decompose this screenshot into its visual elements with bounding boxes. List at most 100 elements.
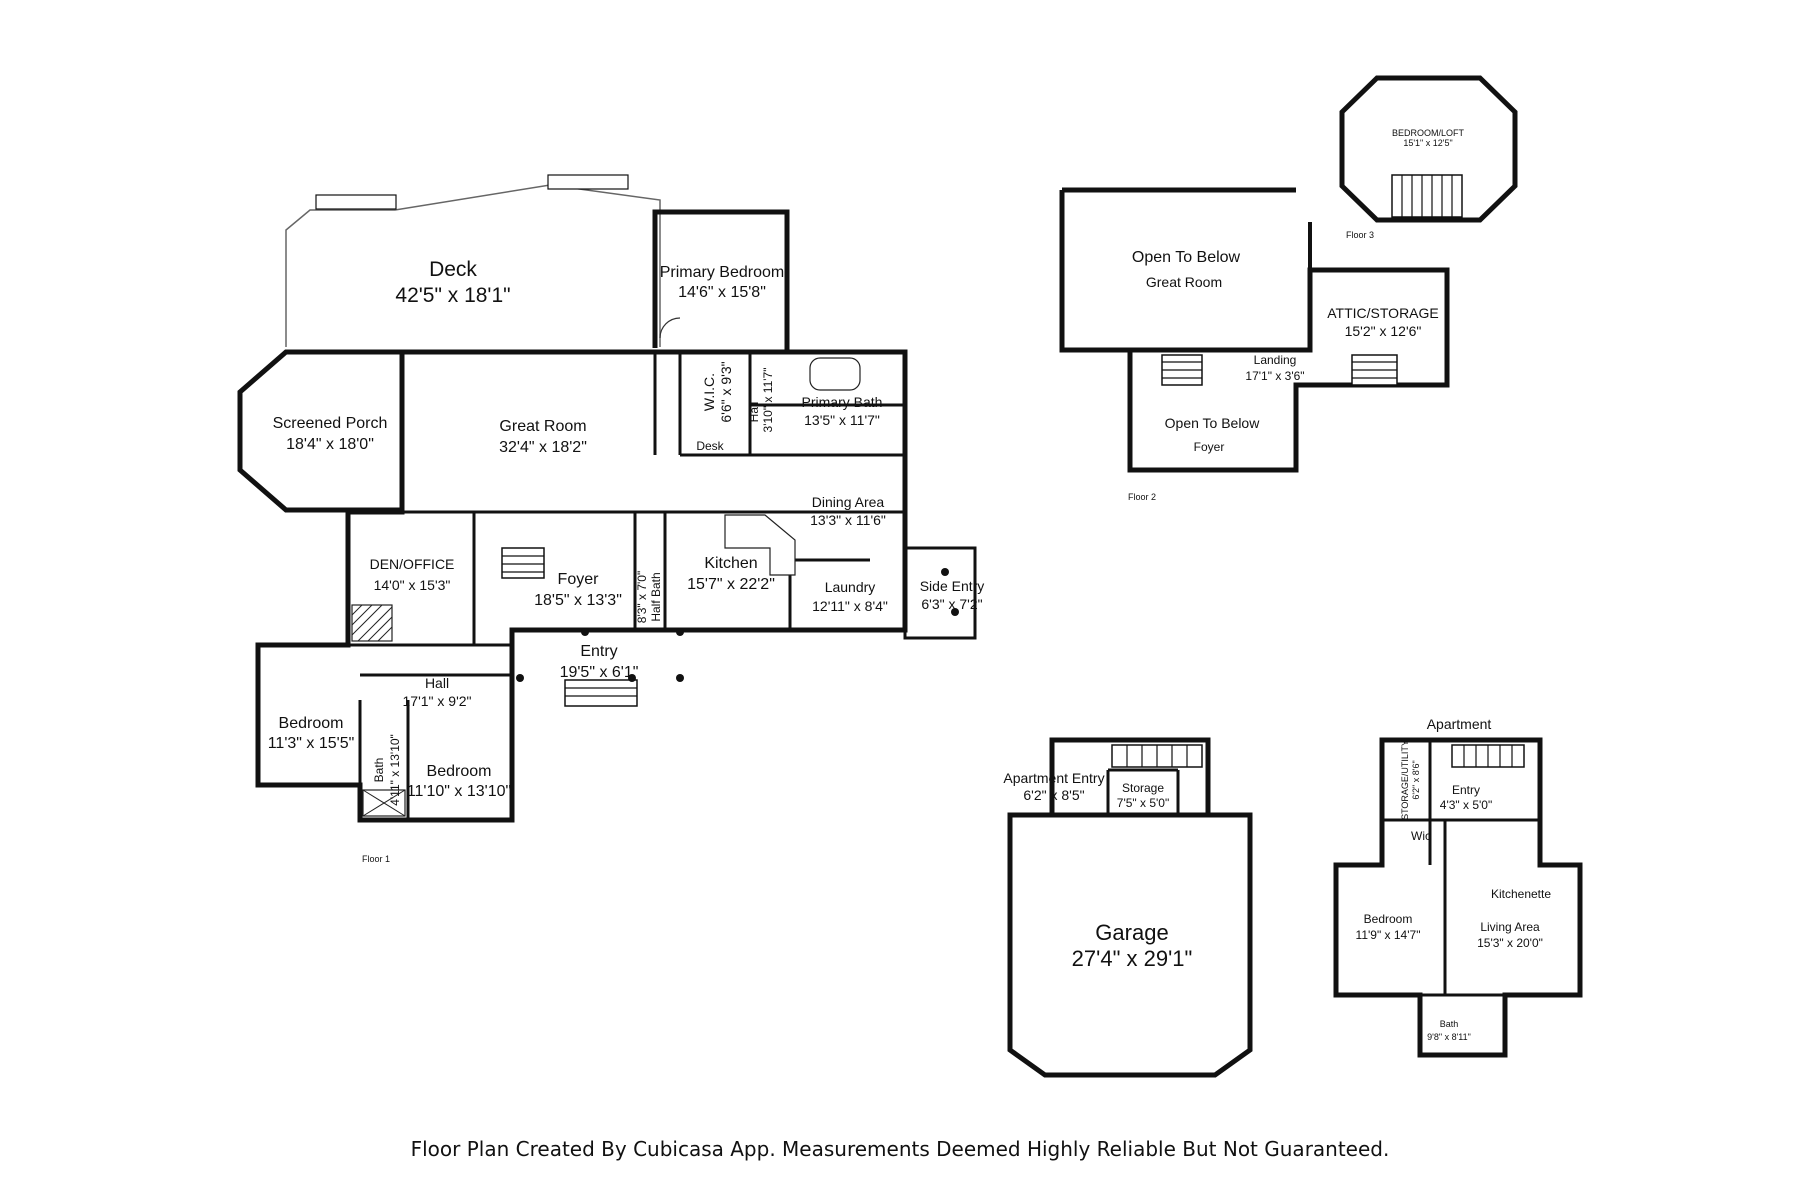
door-swing: [659, 317, 681, 339]
laundry-name: Laundry: [825, 579, 876, 595]
deck-outline: [285, 184, 661, 347]
deck-dims: 42'5" x 18'1": [395, 284, 510, 307]
kitchenette-label: Kitchenette: [1491, 887, 1551, 901]
apartment-entry-dims: 6'2" x 8'5": [1023, 787, 1084, 803]
apartment-bath-name: Bath: [1440, 1019, 1459, 1029]
dining-area-dims: 13'3" x 11'6": [810, 512, 886, 528]
floor-2: Open To Below Great Room ATTIC/STORAGE 1…: [1059, 187, 1450, 502]
apartment-bedroom-name: Bedroom: [1364, 912, 1413, 926]
bedroom-right-dims: 11'10" x 13'10": [407, 783, 511, 800]
deck-name: Deck: [429, 258, 477, 281]
open-to-below-great-name: Open To Below: [1132, 249, 1241, 266]
bedroom-right-name: Bedroom: [427, 763, 492, 780]
floor-1: Deck 42'5" x 18'1" Primary Bedroom 14'6"…: [237, 174, 985, 864]
bedroom-loft-dims: 15'1" x 12'5": [1403, 138, 1452, 148]
storage-dims: 7'5" x 5'0": [1117, 796, 1169, 810]
apartment-entry-dims: 4'3" x 5'0": [1440, 798, 1492, 812]
garage-name: Garage: [1095, 920, 1168, 945]
great-room-name: Great Room: [499, 418, 586, 435]
primary-bedroom-dims: 14'6" x 15'8": [678, 284, 766, 301]
floor-1-label: Floor 1: [362, 854, 390, 864]
attic-name: ATTIC/STORAGE: [1327, 305, 1439, 321]
side-entry-walls: [903, 546, 977, 640]
floor-3: BEDROOM/LOFT 15'1" x 12'5" Floor 3: [1339, 75, 1518, 240]
floor-2-stairs-icon: [1161, 354, 1398, 386]
wic-label: Wic: [1411, 829, 1431, 843]
den-office-name: DEN/OFFICE: [370, 556, 455, 572]
kitchen-name: Kitchen: [704, 555, 757, 572]
primary-bedroom-name: Primary Bedroom: [660, 264, 784, 281]
entry-dims: 19'5" x 6'1": [560, 664, 639, 681]
side-entry-dims: 6'3" x 7'2": [921, 596, 982, 612]
half-bath-name: Half Bath: [649, 572, 663, 621]
laundry-dims: 12'11" x 8'4": [812, 598, 888, 614]
apartment-interior-walls: [1382, 740, 1540, 997]
bedroom-loft-name: BEDROOM/LOFT: [1392, 128, 1465, 138]
floor-3-stairs-icon: [1391, 174, 1463, 218]
wic-name: W.I.C.: [701, 373, 717, 411]
apartment-stairs-icon: [1451, 744, 1525, 768]
kitchen-island: [724, 514, 796, 576]
wic-dims: 6'6" x 9'3": [718, 361, 734, 422]
apartment-walls: [1333, 737, 1583, 1058]
storage-name: Storage: [1122, 781, 1164, 795]
bedroom-left-name: Bedroom: [279, 715, 344, 732]
bathtub-icon: [809, 357, 861, 391]
deck-bench: [315, 194, 397, 210]
kitchen-dims: 15'7" x 22'2": [687, 576, 775, 593]
floor-2-walls: [1059, 187, 1450, 473]
hall-small-dims: 3'10" x 11'7": [761, 368, 775, 433]
foyer-name: Foyer: [558, 571, 600, 588]
floor-3-walls: [1339, 75, 1518, 223]
primary-bedroom-walls: [652, 209, 790, 352]
den-office-dims: 14'0" x 15'3": [374, 577, 451, 593]
living-area-dims: 15'3" x 20'0": [1477, 936, 1543, 950]
screened-porch-dims: 18'4" x 18'0": [286, 436, 374, 453]
apartment-bath-dims: 9'8" x 8'11": [1427, 1032, 1471, 1042]
foyer-dims: 18'5" x 13'3": [534, 592, 622, 609]
garage-dims: 27'4" x 29'1": [1072, 946, 1193, 971]
primary-bath-name: Primary Bath: [802, 394, 883, 410]
apartment: Apartment STORAGE/UTILITY 6'2" x 8'6" En…: [1333, 716, 1583, 1058]
post: [951, 608, 959, 616]
landing-dims: 17'1" x 3'6": [1245, 369, 1304, 383]
half-bath-dims: 8'3" x 7'0": [635, 571, 649, 623]
garage-stairs-icon: [1111, 744, 1203, 768]
floor-3-label: Floor 3: [1346, 230, 1374, 240]
post: [941, 568, 949, 576]
apartment-title: Apartment: [1427, 716, 1492, 732]
bath-dims: 4'11" x 13'10": [388, 734, 402, 806]
garage-walls: [1007, 737, 1253, 1078]
desk-name: Desk: [696, 439, 724, 453]
great-room-dims: 32'4" x 18'2": [499, 439, 587, 456]
attic-dims: 15'2" x 12'6": [1345, 323, 1422, 339]
screened-porch-walls: [237, 349, 405, 513]
storage-utility-name: STORAGE/UTILITY: [1400, 740, 1410, 820]
side-entry-name: Side Entry: [920, 578, 985, 594]
open-to-below-foyer-name: Open To Below: [1165, 415, 1261, 431]
open-to-below-great-sub: Great Room: [1146, 274, 1222, 290]
deck-bench: [547, 174, 629, 190]
foyer-stairs-icon: [501, 547, 545, 579]
entry-name: Entry: [580, 643, 617, 660]
interior-walls: [348, 352, 905, 820]
bath-name: Bath: [372, 758, 386, 783]
storage-utility-dims: 6'2" x 8'6": [1411, 760, 1421, 799]
fireplace-icon: [351, 604, 393, 642]
living-area-name: Living Area: [1480, 920, 1540, 934]
open-to-below-foyer-sub: Foyer: [1194, 440, 1225, 454]
hall-dims: 17'1" x 9'2": [403, 693, 472, 709]
apartment-bedroom-dims: 11'9" x 14'7": [1356, 928, 1421, 942]
disclaimer-text: Floor Plan Created By Cubicasa App. Meas…: [410, 1137, 1390, 1161]
bedroom-left-dims: 11'3" x 15'5": [268, 735, 355, 752]
floor-2-label: Floor 2: [1128, 492, 1156, 502]
landing-name: Landing: [1254, 353, 1297, 367]
entry-steps-icon: [564, 679, 638, 707]
hall-small-name: Hall: [747, 402, 761, 423]
apartment-entry-label: Entry: [1452, 783, 1480, 797]
dining-area-name: Dining Area: [812, 494, 885, 510]
garage-level: Apartment Entry 6'2" x 8'5" Storage 7'5"…: [1003, 737, 1253, 1078]
hall-name: Hall: [425, 675, 449, 691]
apartment-entry-name: Apartment Entry: [1003, 770, 1104, 786]
